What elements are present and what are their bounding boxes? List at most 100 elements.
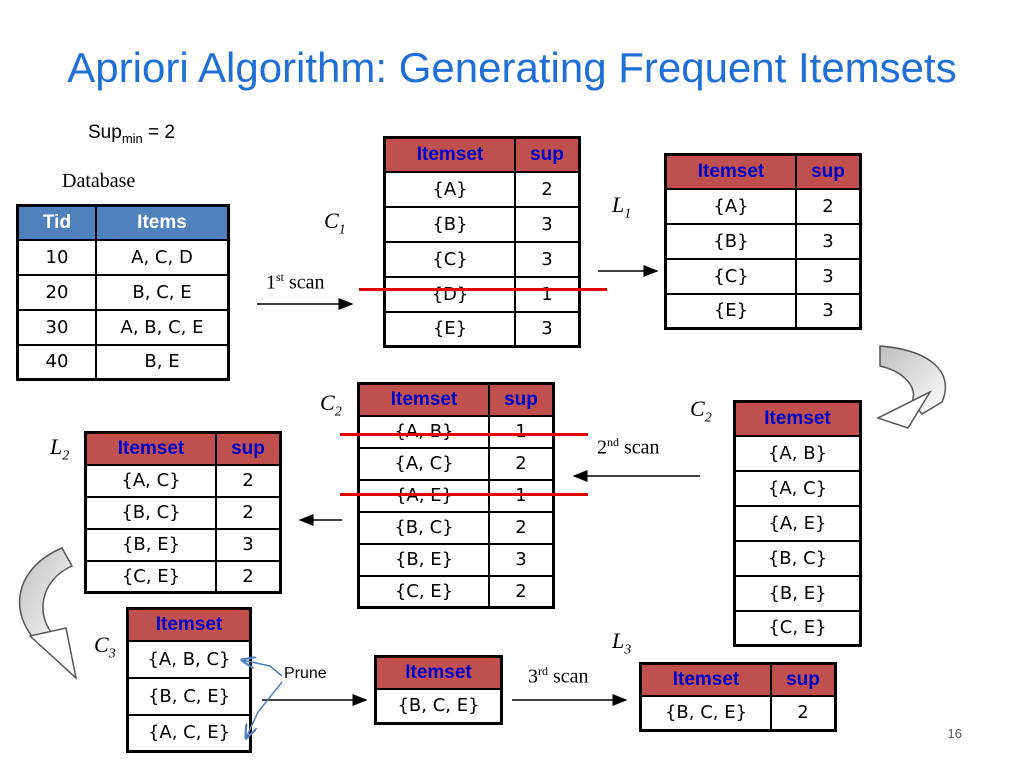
prune-arrow-abc: [242, 660, 283, 677]
c2-candidates-table: Itemset {A, B} {A, C} {A, E} {B, C} {B, …: [733, 400, 862, 647]
c2-cell: {C, E}: [733, 609, 862, 647]
c2c-cell: 1: [488, 414, 555, 449]
c1-cell: {A}: [383, 170, 516, 208]
l1-header-sup: sup: [795, 153, 862, 190]
c2c-cell: {C, E}: [357, 574, 490, 609]
l3-label: L3: [612, 628, 631, 658]
c1-cell: 2: [514, 170, 581, 208]
c3p-header-itemset: Itemset: [374, 655, 503, 690]
l2-cell: {C, E}: [84, 559, 217, 594]
scan3-sup: rd: [538, 664, 548, 678]
c2b-main: C: [690, 396, 705, 421]
c2-right-label: C2: [690, 396, 712, 426]
db-cell: A, C, D: [95, 238, 230, 276]
l1-cell: 3: [795, 222, 862, 260]
db-cell: 10: [16, 238, 97, 276]
l2-header-itemset: Itemset: [84, 431, 217, 466]
curved-arrowhead-l1-to-c2: [876, 390, 933, 429]
prune-label: Prune: [284, 665, 327, 682]
c1-cell: 3: [514, 240, 581, 278]
second-scan-label: 2nd scan: [597, 435, 660, 460]
l2-header-sup: sup: [215, 431, 282, 466]
c2c-cell: {B, C}: [357, 510, 490, 545]
l3-sub: 3: [624, 642, 632, 658]
l2-cell: {B, C}: [84, 495, 217, 530]
scan2-num: 2: [597, 436, 607, 459]
strike-line-d: [359, 288, 607, 291]
c2c-cell: {A, B}: [357, 414, 490, 449]
c1-cell: {C}: [383, 240, 516, 278]
curved-arrowhead-l2-to-c3: [28, 627, 78, 681]
c2c-cell: {B, E}: [357, 542, 490, 577]
c3-pruned-table: Itemset {B, C, E}: [374, 655, 503, 725]
c1-main: C: [324, 208, 339, 233]
c3p-cell: {B, C, E}: [374, 687, 503, 725]
c2c-cell: 2: [488, 574, 555, 609]
c1-cell: 3: [514, 205, 581, 243]
db-header-items: Items: [95, 204, 230, 241]
database-label: Database: [62, 170, 136, 192]
l1-cell: 2: [795, 187, 862, 225]
l2-cell: 2: [215, 495, 282, 530]
l3-main: L: [612, 628, 625, 653]
db-cell: 40: [16, 343, 97, 381]
l1-cell: {C}: [664, 257, 797, 295]
scan2-text: scan: [624, 436, 660, 459]
c3-main: C: [94, 632, 109, 657]
scan1-num: 1: [266, 271, 276, 294]
c1-header-sup: sup: [514, 136, 581, 173]
db-cell: B, E: [95, 343, 230, 381]
l1-sub: 1: [624, 206, 632, 222]
c2-cell: {B, C}: [733, 539, 862, 577]
l1-cell: {E}: [664, 292, 797, 330]
c3-sub: 3: [108, 646, 116, 662]
sup-min-text: Sup: [88, 122, 122, 143]
l2-label: L2: [50, 434, 69, 464]
scan3-text: scan: [553, 665, 589, 688]
l2-cell: {A, C}: [84, 463, 217, 498]
prune-arrow-ace: [246, 681, 283, 738]
l1-cell: 3: [795, 292, 862, 330]
third-scan-label: 3rd scan: [528, 664, 589, 689]
sup-min-label: Supmin = 2: [88, 122, 175, 146]
l2-cell: 2: [215, 463, 282, 498]
l3-cell: {B, C, E}: [639, 694, 772, 732]
l1-main: L: [612, 192, 625, 217]
scan2-sup: nd: [607, 435, 619, 449]
c1-cell: 3: [514, 310, 581, 348]
l3-cell: 2: [770, 694, 837, 732]
c2a-main: C: [320, 390, 335, 415]
c1-label: C1: [324, 208, 346, 238]
db-cell: 20: [16, 273, 97, 311]
l2-cell: 2: [215, 559, 282, 594]
c2c-header-sup: sup: [488, 382, 555, 417]
c3-header-itemset: Itemset: [126, 607, 252, 642]
l2-main: L: [50, 434, 63, 459]
c2-cell: {B, E}: [733, 574, 862, 612]
c3-table: Itemset {A, B, C} {B, C, E} {A, C, E}: [126, 607, 252, 753]
c1-sub: 1: [338, 222, 346, 238]
l2-cell: {B, E}: [84, 527, 217, 562]
c2-cell: {A, C}: [733, 469, 862, 507]
c2-header-itemset: Itemset: [733, 400, 862, 437]
db-header-tid: Tid: [16, 204, 97, 241]
c2b-sub: 2: [704, 410, 712, 426]
c1-cell: {E}: [383, 310, 516, 348]
c2c-cell: 2: [488, 446, 555, 481]
scan3-num: 3: [528, 665, 538, 688]
l2-sub: 2: [62, 448, 70, 464]
strike-line-ae: [340, 493, 588, 496]
l1-cell: 3: [795, 257, 862, 295]
slide-title: Apriori Algorithm: Generating Frequent I…: [67, 44, 957, 91]
c2c-header-itemset: Itemset: [357, 382, 490, 417]
sup-min-value: = 2: [148, 122, 175, 143]
c3-cell: {B, C, E}: [126, 676, 252, 716]
c2c-cell: {A, C}: [357, 446, 490, 481]
scan1-sup: st: [276, 270, 285, 284]
l1-cell: {A}: [664, 187, 797, 225]
db-cell: 30: [16, 308, 97, 346]
